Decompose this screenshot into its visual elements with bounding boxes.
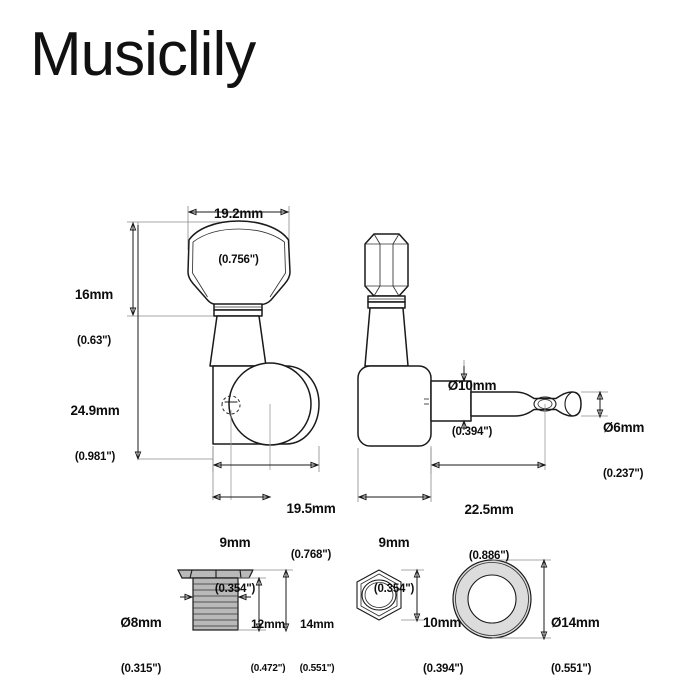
dimension-button-height-mm: 16mm (74, 287, 114, 303)
dimension-screw-offset-mm: 9mm (219, 535, 251, 551)
dimension-washer-diameter-inch: (0.551") (551, 662, 592, 675)
dimension-collar-diameter-inch: (0.394") (451, 425, 493, 438)
dimension-bushing-thread-length-mm: 12mm (251, 617, 285, 632)
dimension-post-diameter-mm: Ø6mm (603, 420, 645, 436)
dimension-button-width: 19.2mm (0.756") (186, 174, 291, 300)
dimension-button-width-inch: (0.756") (218, 253, 259, 266)
dimension-post-length: 22.5mm (0.886") (446, 470, 532, 596)
dimension-total-height: 24.9mm (0.981") (55, 371, 135, 497)
dimension-hex-nut-size-inch: (0.394") (423, 662, 464, 675)
dimension-baseplate-width-mm: 19.5mm (286, 501, 336, 517)
dimension-housing-depth: 9mm (0.354") (358, 503, 430, 629)
dimension-hex-nut-size: 10mm (0.394") (417, 583, 495, 700)
dimension-baseplate-width: 19.5mm (0.768") (268, 469, 354, 595)
dimension-washer-diameter: Ø14mm (0.551") (545, 583, 637, 700)
dimension-bushing-diameter-inch: (0.315") (120, 662, 162, 675)
dimension-hex-nut-size-mm: 10mm (423, 615, 462, 631)
dimension-bushing-thread-length: 12mm (0.472") (238, 585, 298, 700)
dimension-total-height-mm: 24.9mm (70, 403, 120, 419)
dimension-button-height-inch: (0.63") (76, 334, 112, 347)
dimension-post-diameter-inch: (0.237") (603, 467, 644, 480)
dimension-collar-diameter-mm: Ø10mm (447, 378, 497, 394)
dimension-bushing-diameter-mm: Ø8mm (120, 615, 162, 631)
dimension-total-height-inch: (0.981") (74, 450, 116, 463)
dimension-collar-diameter: Ø10mm (0.394") (427, 346, 517, 472)
dimension-screw-offset: 9mm (0.354") (199, 503, 271, 629)
dimension-housing-depth-inch: (0.354") (373, 582, 415, 595)
dimension-button-width-mm: 19.2mm (213, 206, 264, 222)
dimension-post-diameter: Ø6mm (0.237") (603, 388, 687, 514)
dimension-washer-diameter-mm: Ø14mm (551, 615, 600, 631)
dimension-bushing-total-length: 14mm (0.551") (287, 585, 347, 700)
dimension-housing-depth-mm: 9mm (378, 535, 410, 551)
dimension-screw-offset-inch: (0.354") (214, 582, 256, 595)
dimension-baseplate-width-inch: (0.768") (290, 548, 332, 561)
brand-title: Musiclily (30, 20, 256, 89)
dimension-post-length-mm: 22.5mm (464, 502, 514, 518)
dimension-bushing-thread-length-inch: (0.472") (250, 662, 286, 674)
dimension-bushing-total-length-inch: (0.551") (299, 662, 335, 674)
dimension-bushing-diameter: Ø8mm (0.315") (102, 583, 180, 700)
dimension-bushing-total-length-mm: 14mm (300, 617, 334, 632)
dimension-button-height: 16mm (0.63") (60, 255, 128, 381)
screw-hole-dashed (221, 395, 241, 415)
dimension-post-length-inch: (0.886") (468, 549, 510, 562)
